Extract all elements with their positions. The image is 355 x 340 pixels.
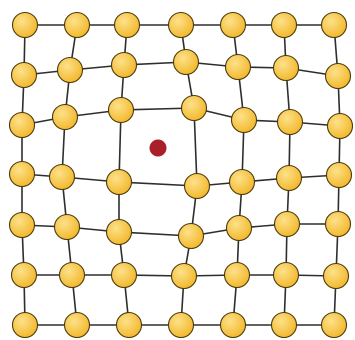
lattice-atom [221,313,246,338]
lattice-atom [326,64,351,89]
lattice-atom [230,170,255,195]
lattice-atom [277,166,302,191]
lattice-atom [324,264,349,289]
lattice-atom [107,170,132,195]
lattice-atom [226,55,251,80]
lattice-atom [227,216,252,241]
lattice-atom [13,13,38,38]
lattice-atom [278,110,303,135]
lattice-atom [112,53,137,78]
lattice-atom [58,58,83,83]
lattice-atom [169,313,194,338]
lattice-atom [275,212,300,237]
defect-layer [150,140,167,157]
lattice-atom [225,263,250,288]
atom-layer [10,13,353,338]
lattice-atom [117,313,142,338]
lattice-atom [272,13,297,38]
lattice-atom [322,13,347,38]
lattice-atom [327,163,352,188]
lattice-atom [115,13,140,38]
lattice-atom [172,264,197,289]
lattice-atom [12,263,37,288]
lattice-atom [53,105,78,130]
lattice-atom [179,224,204,249]
lattice-atom [60,263,85,288]
lattice-atom [322,313,347,338]
lattice-atom [221,13,246,38]
lattice-atom [274,263,299,288]
lattice-atom [112,263,137,288]
lattice-atom [13,313,38,338]
lattice-atom [107,220,132,245]
interstitial-defect [150,140,167,157]
lattice-atom [109,98,134,123]
lattice-atom [274,56,299,81]
lattice-atom [10,162,35,187]
lattice-atom [65,13,90,38]
lattice-atom [65,313,90,338]
lattice-atom [328,114,353,139]
lattice-atom [182,96,207,121]
lattice-atom [55,215,80,240]
lattice-atom [12,63,37,88]
lattice-atom [169,13,194,38]
lattice-atom [326,212,351,237]
lattice-atom [185,174,210,199]
lattice-atom [232,108,257,133]
lattice-atom [174,50,199,75]
lattice-atom [10,113,35,138]
lattice-atom [50,165,75,190]
lattice-atom [10,213,35,238]
lattice-atom [272,313,297,338]
